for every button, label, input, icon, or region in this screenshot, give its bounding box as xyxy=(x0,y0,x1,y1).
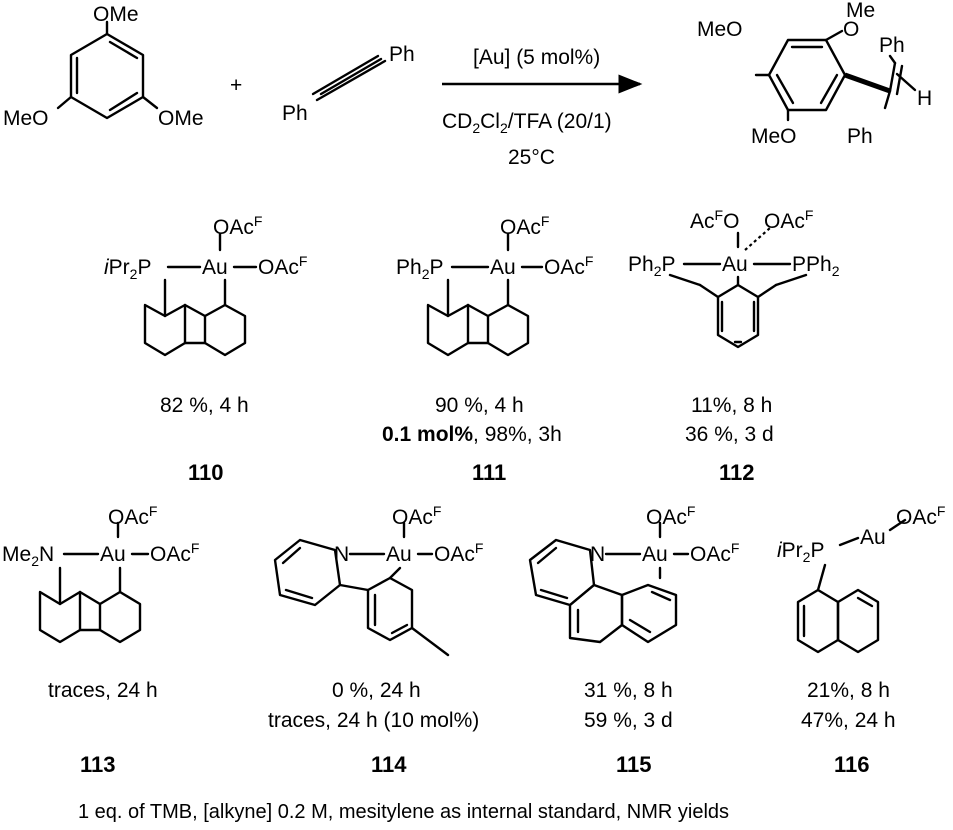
ligand-label: OAcF xyxy=(646,503,695,529)
catalyst-loading: [Au] (5 mol%) xyxy=(473,46,600,69)
product-label: H xyxy=(917,87,932,110)
compound-number: 111 xyxy=(472,460,506,485)
compound-number: 114 xyxy=(371,752,407,777)
nitrogen-atom: N xyxy=(590,543,605,566)
ligand-label: AcFO xyxy=(690,207,739,233)
compound-number: 112 xyxy=(719,460,755,485)
substituent-label: MeO xyxy=(3,107,49,130)
compound-number: 115 xyxy=(616,752,652,777)
gold-atom: Au xyxy=(490,256,516,279)
substituent-label: OMe xyxy=(93,3,139,26)
ligand-label: Me2N xyxy=(2,543,54,569)
ligand-label: Ph2P xyxy=(396,256,444,282)
ligand-label: OAcF xyxy=(392,503,441,529)
yield-text: traces, 24 h (10 mol%) xyxy=(268,709,479,732)
catalyst-115: N Au OAcF OAcF 31 %, 8 h 59 %, 3 d 115 xyxy=(528,503,739,777)
yield-text: 0 %, 24 h xyxy=(332,679,421,702)
ligand-label: OAcF xyxy=(544,253,593,279)
gold-atom: Au xyxy=(860,526,886,549)
substituent-label: Ph xyxy=(282,102,308,125)
yield-text: 47%, 24 h xyxy=(801,709,896,732)
ligand-label: OAcF xyxy=(500,213,549,239)
product-structure: MeO Me O Ph H MeO Ph xyxy=(697,0,932,148)
ligand-label: OAcF xyxy=(764,207,813,233)
ligand-label: OAcF xyxy=(108,503,157,529)
ligand-label: OAcF xyxy=(690,540,739,566)
catalyst-110: iPr2P Au OAcF OAcF 82 %, 4 h 110 xyxy=(104,213,307,485)
plus-sign: + xyxy=(230,74,242,97)
temperature-condition: 25°C xyxy=(508,146,555,169)
product-label: Me xyxy=(846,0,875,22)
footnote: 1 eq. of TMB, [alkyne] 0.2 M, mesitylene… xyxy=(78,801,729,823)
ligand-label: OAcF xyxy=(896,503,945,529)
ligand-label: Ph2P xyxy=(628,253,676,279)
solvent-condition: CD2Cl2/TFA (20/1) xyxy=(442,110,612,136)
ligand-label: OAcF xyxy=(213,213,262,239)
gold-atom: Au xyxy=(642,543,668,566)
diphenylacetylene-structure: Ph Ph xyxy=(282,43,415,125)
catalyst-112: Ph2P Au PPh2 AcFO OAcF 11%, 8 h 36 %, 3 … xyxy=(628,207,840,485)
product-label: MeO xyxy=(697,18,743,41)
compound-number: 113 xyxy=(80,752,116,777)
yield-text: 36 %, 3 d xyxy=(685,423,774,446)
yield-text: 21%, 8 h xyxy=(807,679,890,702)
trimethoxybenzene-structure: OMe MeO OMe xyxy=(3,3,204,130)
gold-atom: Au xyxy=(202,256,228,279)
nitrogen-atom: N xyxy=(334,543,349,566)
product-label: MeO xyxy=(751,125,797,148)
catalyst-116: iPr2P Au OAcF 21%, 8 h 47%, 24 h 116 xyxy=(777,503,945,777)
product-label: Ph xyxy=(879,34,905,57)
gold-atom: Au xyxy=(386,543,412,566)
catalyst-114: N Au OAcF OAcF 0 %, 24 h traces, 24 h (1… xyxy=(268,503,483,777)
yield-text: 31 %, 8 h xyxy=(584,679,673,702)
ligand-label: OAcF xyxy=(258,253,307,279)
substituent-label: Ph xyxy=(389,43,415,66)
product-label: O xyxy=(843,18,859,41)
yield-text: 11%, 8 h xyxy=(691,394,772,417)
yield-text: traces, 24 h xyxy=(48,679,158,702)
yield-text: 59 %, 3 d xyxy=(584,709,673,732)
ligand-label: PPh2 xyxy=(792,253,840,279)
substituent-label: OMe xyxy=(158,107,204,130)
catalyst-113: Me2N Au OAcF OAcF traces, 24 h 113 xyxy=(2,503,199,777)
gold-atom: Au xyxy=(722,253,748,276)
ligand-label: OAcF xyxy=(434,540,483,566)
product-label: Ph xyxy=(847,125,873,148)
ligand-label: OAcF xyxy=(150,540,199,566)
compound-number: 110 xyxy=(188,460,224,485)
yield-text: 90 %, 4 h xyxy=(435,394,524,417)
gold-atom: Au xyxy=(100,543,126,566)
yield-text: 0.1 mol%, 98%, 3h xyxy=(382,423,562,446)
ligand-label: iPr2P xyxy=(777,539,824,565)
compound-number: 116 xyxy=(834,752,870,777)
ligand-label: iPr2P xyxy=(104,256,151,282)
yield-text: 82 %, 4 h xyxy=(160,394,249,417)
catalyst-111: Ph2P Au OAcF OAcF 90 %, 4 h 0.1 mol%, 98… xyxy=(382,213,593,485)
